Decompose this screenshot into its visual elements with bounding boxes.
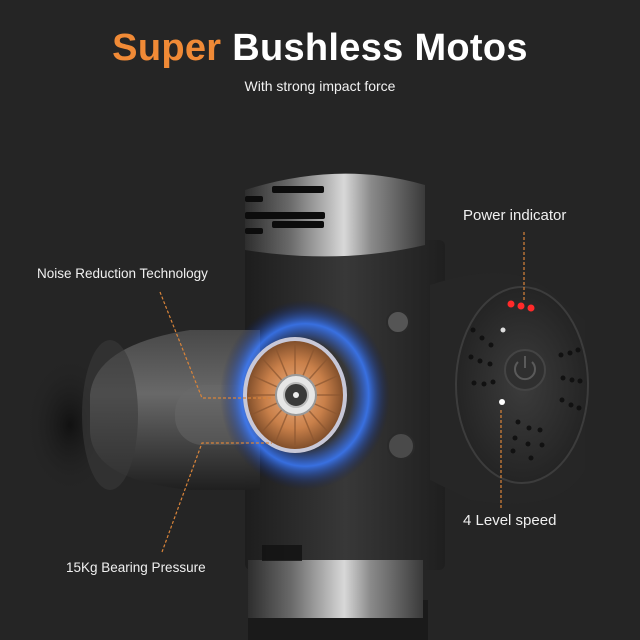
callout-power-indicator: Power indicator — [463, 207, 567, 224]
vent-slots — [245, 186, 325, 234]
callout-lines — [159, 232, 525, 553]
screw-top — [386, 310, 410, 334]
bearing-callout-line — [161, 442, 272, 553]
noise-callout-line — [159, 291, 272, 399]
headline: Super Bushless Motos — [0, 27, 640, 70]
speed-led-2 — [500, 327, 506, 333]
power-icon — [514, 361, 536, 381]
power-button[interactable] — [504, 349, 546, 391]
headline-accent: Super — [112, 27, 222, 69]
bottom-chrome-ring — [248, 560, 423, 618]
subheadline: With strong impact force — [244, 78, 396, 94]
top-chrome-cap — [245, 173, 425, 257]
head-vent-dots — [468, 327, 583, 461]
speed-led — [499, 399, 505, 405]
callout-noise-reduction: Noise Reduction Technology — [37, 266, 208, 281]
callout-bearing-pressure: 15Kg Bearing Pressure — [66, 560, 206, 575]
power-indicator-leds — [507, 300, 535, 312]
bottom-slot — [262, 545, 302, 561]
headline-rest: Bushless Motos — [232, 27, 528, 69]
screw-bottom — [387, 432, 415, 460]
callout-level-speed: 4 Level speed — [463, 512, 557, 529]
